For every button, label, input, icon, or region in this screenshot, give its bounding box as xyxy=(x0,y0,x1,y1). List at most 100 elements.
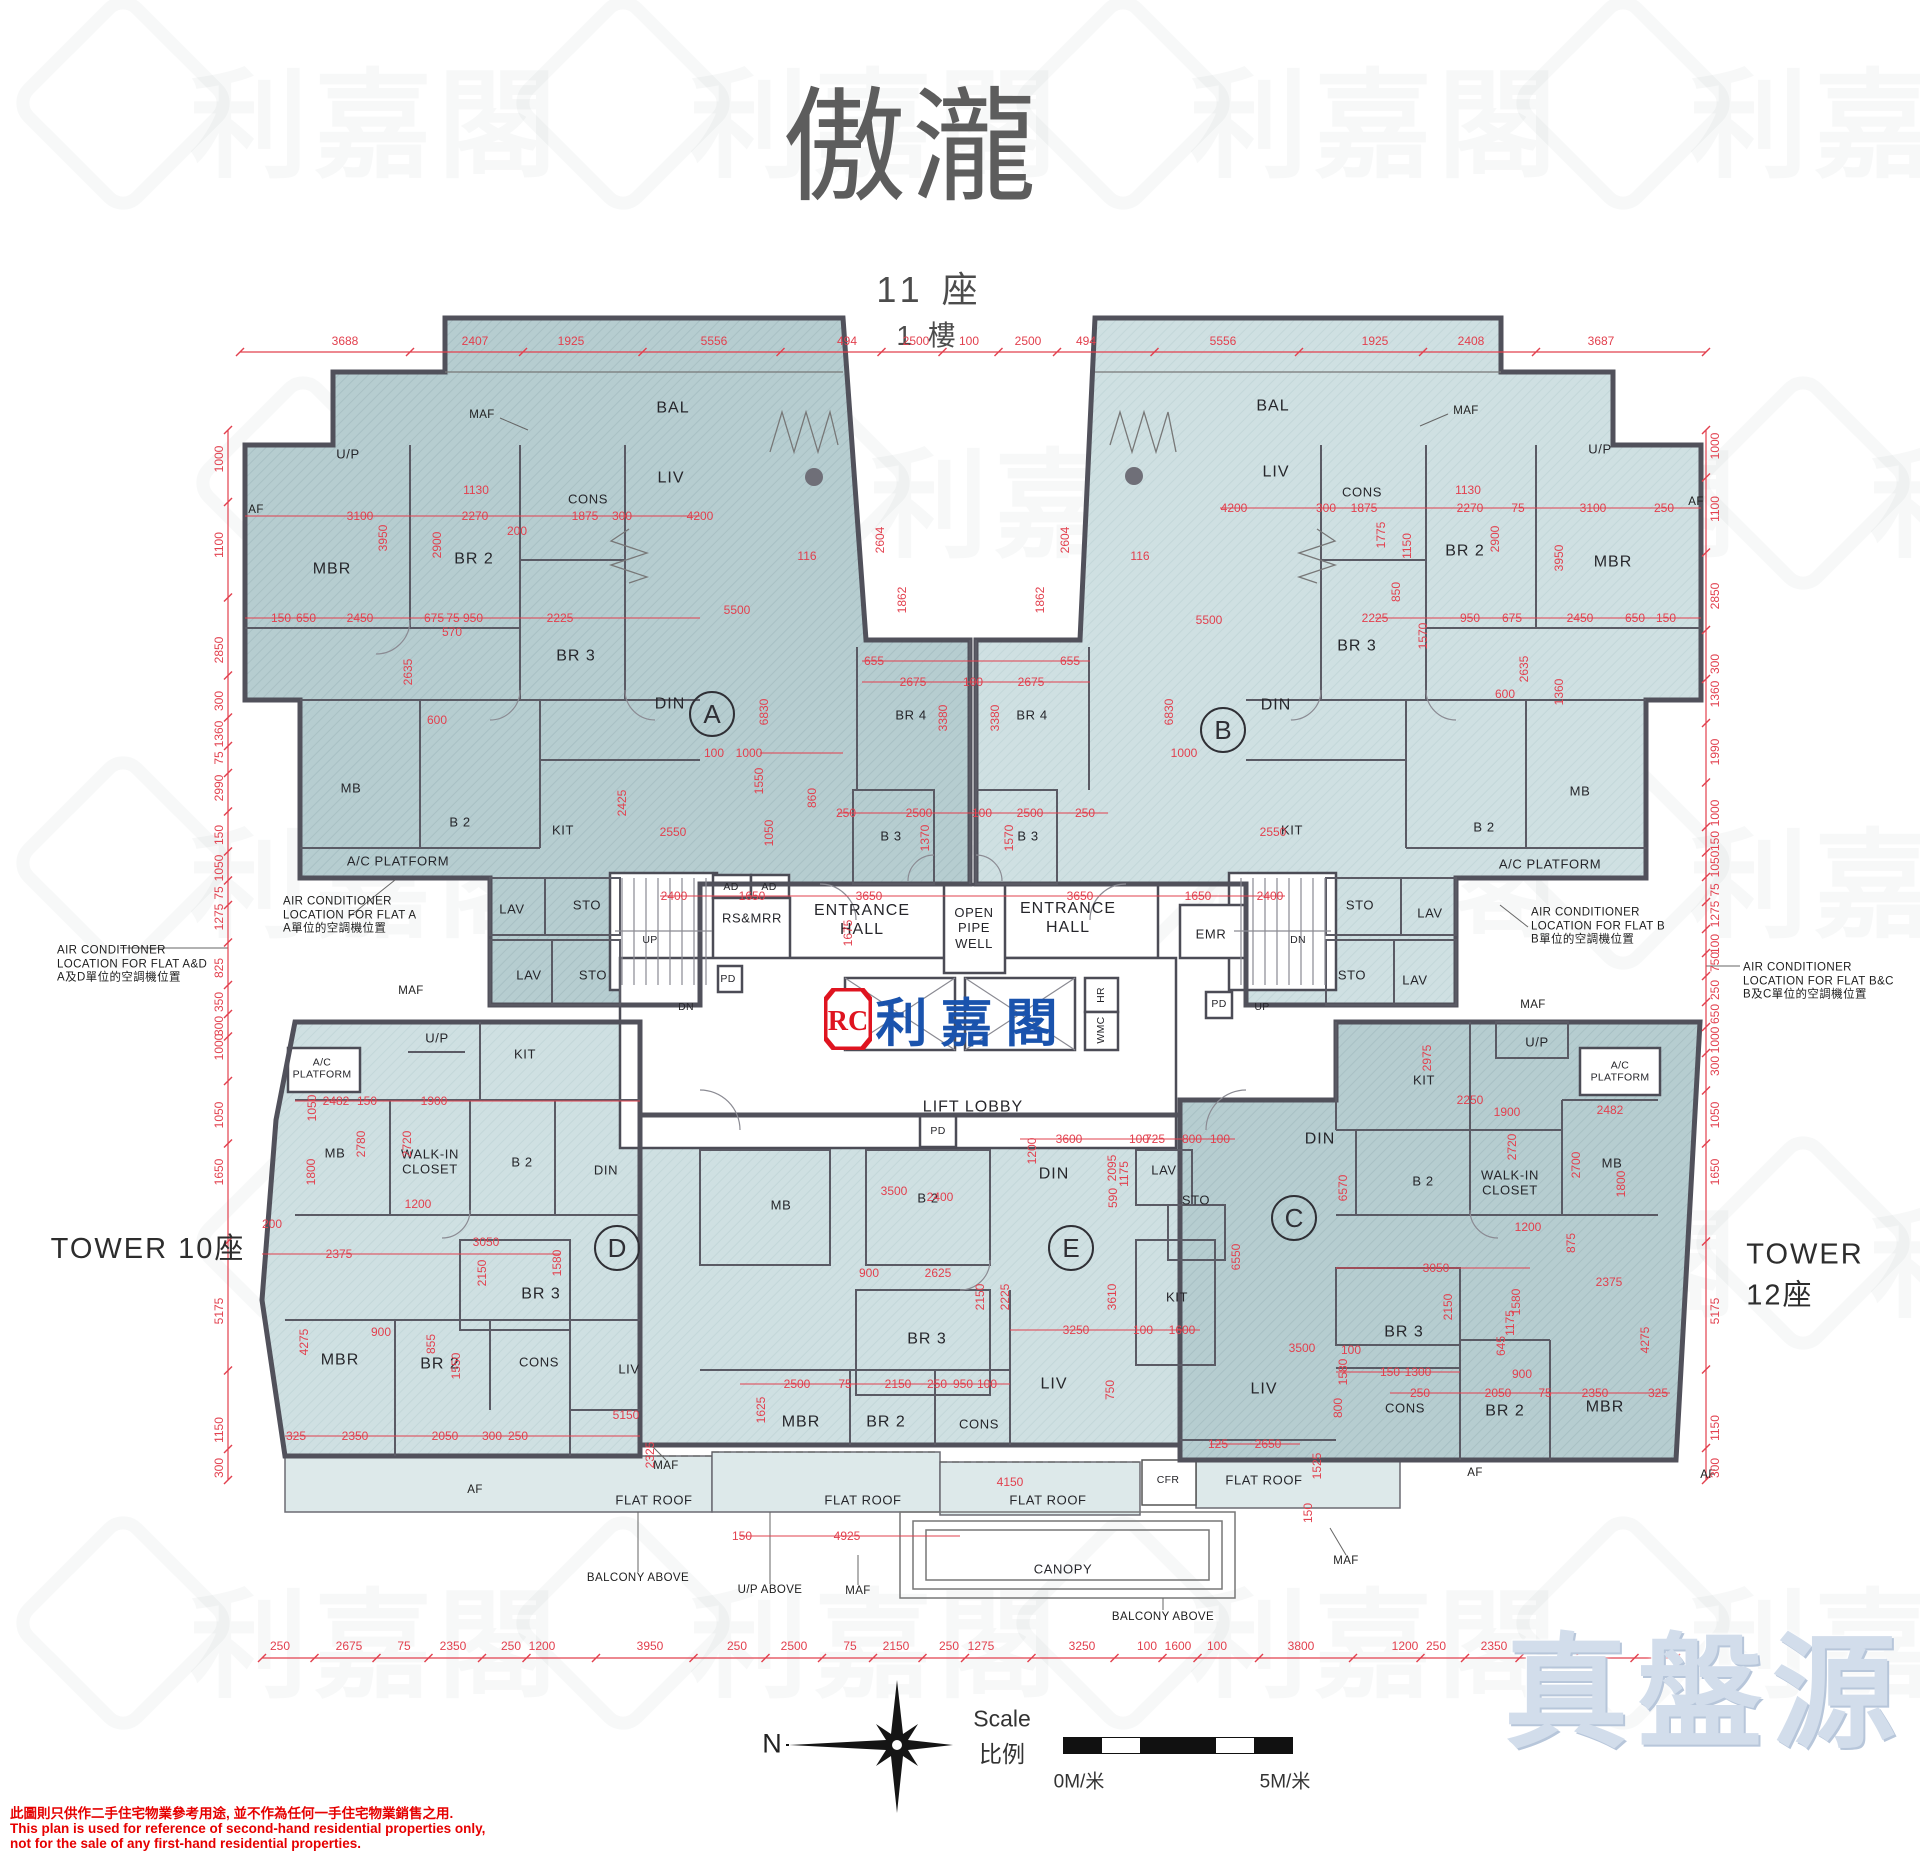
chain-dim: 1000 xyxy=(1708,799,1722,827)
dim-label: 2604 xyxy=(1058,526,1072,554)
dim-label: 2635 xyxy=(401,658,415,686)
tower-number: 11 座 xyxy=(876,269,984,310)
label-sto: STO xyxy=(578,967,608,983)
dim-label: 655 xyxy=(863,654,885,668)
chain-dim: 2675 xyxy=(335,1639,363,1653)
chain-dim: 5175 xyxy=(212,1297,226,1325)
dim-label: 100 xyxy=(971,806,993,820)
scale-zero-label: 0M/米 xyxy=(1053,1771,1105,1793)
label-mbr: MBR xyxy=(312,560,352,578)
dim-label: 750 xyxy=(1103,1379,1117,1401)
dim-label: 3100 xyxy=(1579,501,1607,515)
dim-label: 1862 xyxy=(895,586,909,614)
chain-dim: 1925 xyxy=(557,334,585,348)
dim-label: 2720 xyxy=(1505,1133,1519,1161)
page-title: 傲瀧 xyxy=(781,79,1043,217)
dim-label: 4200 xyxy=(686,509,714,523)
dim-label: 5500 xyxy=(723,603,751,617)
label-sto: STO xyxy=(1345,897,1375,913)
dim-label: 3500 xyxy=(880,1184,908,1198)
label-af: AF xyxy=(467,1484,483,1497)
label-b-3: B 3 xyxy=(1017,828,1039,844)
chain-dim: 3687 xyxy=(1587,334,1615,348)
label-br-2: BR 2 xyxy=(1445,542,1485,560)
label-canopy: CANOPY xyxy=(1033,1561,1093,1577)
label-wmc: WMC xyxy=(1094,1016,1107,1044)
dim-label: 2350 xyxy=(1581,1386,1609,1400)
label-u-p: U/P xyxy=(425,1030,449,1046)
label-maf: MAF xyxy=(1453,405,1479,418)
dim-label: 2900 xyxy=(430,531,444,559)
flat-circle-d: D xyxy=(594,1225,640,1271)
dim-label: 5150 xyxy=(612,1408,640,1422)
dim-label: 75 xyxy=(838,1377,852,1391)
label-mb: MB xyxy=(770,1197,792,1213)
dim-label: 1580 xyxy=(550,1249,564,1277)
dim-label: 200 xyxy=(261,1217,283,1231)
flat-circle-b: B xyxy=(1200,707,1246,753)
flat-c-area xyxy=(1180,1022,1700,1460)
dim-label: 1580 xyxy=(1336,1358,1350,1386)
dim-label: 250 xyxy=(507,1429,529,1443)
chain-dim: 1000 xyxy=(212,1033,226,1061)
dim-label: 1675 xyxy=(841,919,855,947)
tower-10-label: TOWER 10座 xyxy=(50,1233,246,1265)
chain-dim: 250 xyxy=(500,1639,522,1653)
label-air-conditioner: AIR CONDITIONER LOCATION FOR FLAT A&D A及… xyxy=(57,944,208,984)
disclaimer-en-2: not for the sale of any first-hand resid… xyxy=(10,1836,362,1851)
label-br-2: BR 2 xyxy=(420,1355,460,1373)
label-mbr: MBR xyxy=(1593,553,1633,571)
chain-dim: 5556 xyxy=(700,334,728,348)
dim-label: 150 xyxy=(1655,611,1677,625)
chain-dim: 1275 xyxy=(967,1639,995,1653)
chain-dim: 1050 xyxy=(212,854,226,882)
label-entrance: ENTRANCE HALL xyxy=(813,902,911,938)
chain-dim: 250 xyxy=(269,1639,291,1653)
column xyxy=(805,468,823,486)
label-walk-in: WALK-IN CLOSET xyxy=(401,1146,459,1177)
leader-lines xyxy=(120,413,1740,1610)
chain-dim: 1360 xyxy=(212,720,226,748)
dim-label: 860 xyxy=(805,787,819,809)
dim-label: 1200 xyxy=(404,1197,432,1211)
dim-label: 2400 xyxy=(926,1190,954,1204)
partition-walls xyxy=(245,445,1701,1460)
chain-dim: 2408 xyxy=(1457,334,1485,348)
dim-label: 6550 xyxy=(1229,1243,1243,1271)
dim-label: 3950 xyxy=(1552,544,1566,572)
label-cons: CONS xyxy=(568,491,608,507)
chain-dim: 250 xyxy=(1655,1639,1677,1653)
dim-label: 650 xyxy=(295,611,317,625)
dim-label: 2675 xyxy=(1017,675,1045,689)
label-b-2: B 2 xyxy=(1412,1173,1434,1189)
dim-label: 1550 xyxy=(449,1352,463,1380)
chain-dim: 2500 xyxy=(1014,334,1042,348)
dim-label: 1600 xyxy=(1168,1323,1196,1337)
label-kit: KIT xyxy=(513,1046,537,1062)
dim-label: 1130 xyxy=(1455,483,1481,497)
chain-dim: 1000 xyxy=(1708,432,1722,460)
dim-label: 600 xyxy=(426,713,448,727)
label-walk-in: WALK-IN CLOSET xyxy=(1481,1167,1539,1198)
disclaimer: 此圖則只供作二手住宅物業參考用途, 並不作為任何一手住宅物業銷售之用. This… xyxy=(10,1806,485,1851)
label-air-conditioner: AIR CONDITIONER LOCATION FOR FLAT A A單位的… xyxy=(283,895,417,935)
dim-label: 650 xyxy=(1624,611,1646,625)
dim-label: 2450 xyxy=(1566,611,1594,625)
dim-label: 100 xyxy=(703,746,725,760)
label-flat-roof: FLAT ROOF xyxy=(1009,1492,1087,1508)
label-u-p: U/P xyxy=(1588,441,1612,457)
dimension-lines xyxy=(245,507,1701,1537)
dim-label: 1862 xyxy=(1033,586,1047,614)
dim-label: 1150 xyxy=(1400,533,1414,559)
agency-logo: RC xyxy=(824,988,872,1050)
dim-label: 2482 xyxy=(322,1094,350,1108)
label-br-2: BR 2 xyxy=(866,1413,906,1431)
chain-dim: 2990 xyxy=(212,774,226,802)
dim-label: 2270 xyxy=(1456,501,1484,515)
chain-dim: 2850 xyxy=(212,636,226,664)
label-lav: LAV xyxy=(516,967,542,983)
dim-label: 250 xyxy=(1653,501,1675,515)
chain-dim: 5556 xyxy=(1209,334,1237,348)
dim-label: 2780 xyxy=(354,1130,368,1158)
dim-label: 75 xyxy=(1538,1386,1552,1400)
